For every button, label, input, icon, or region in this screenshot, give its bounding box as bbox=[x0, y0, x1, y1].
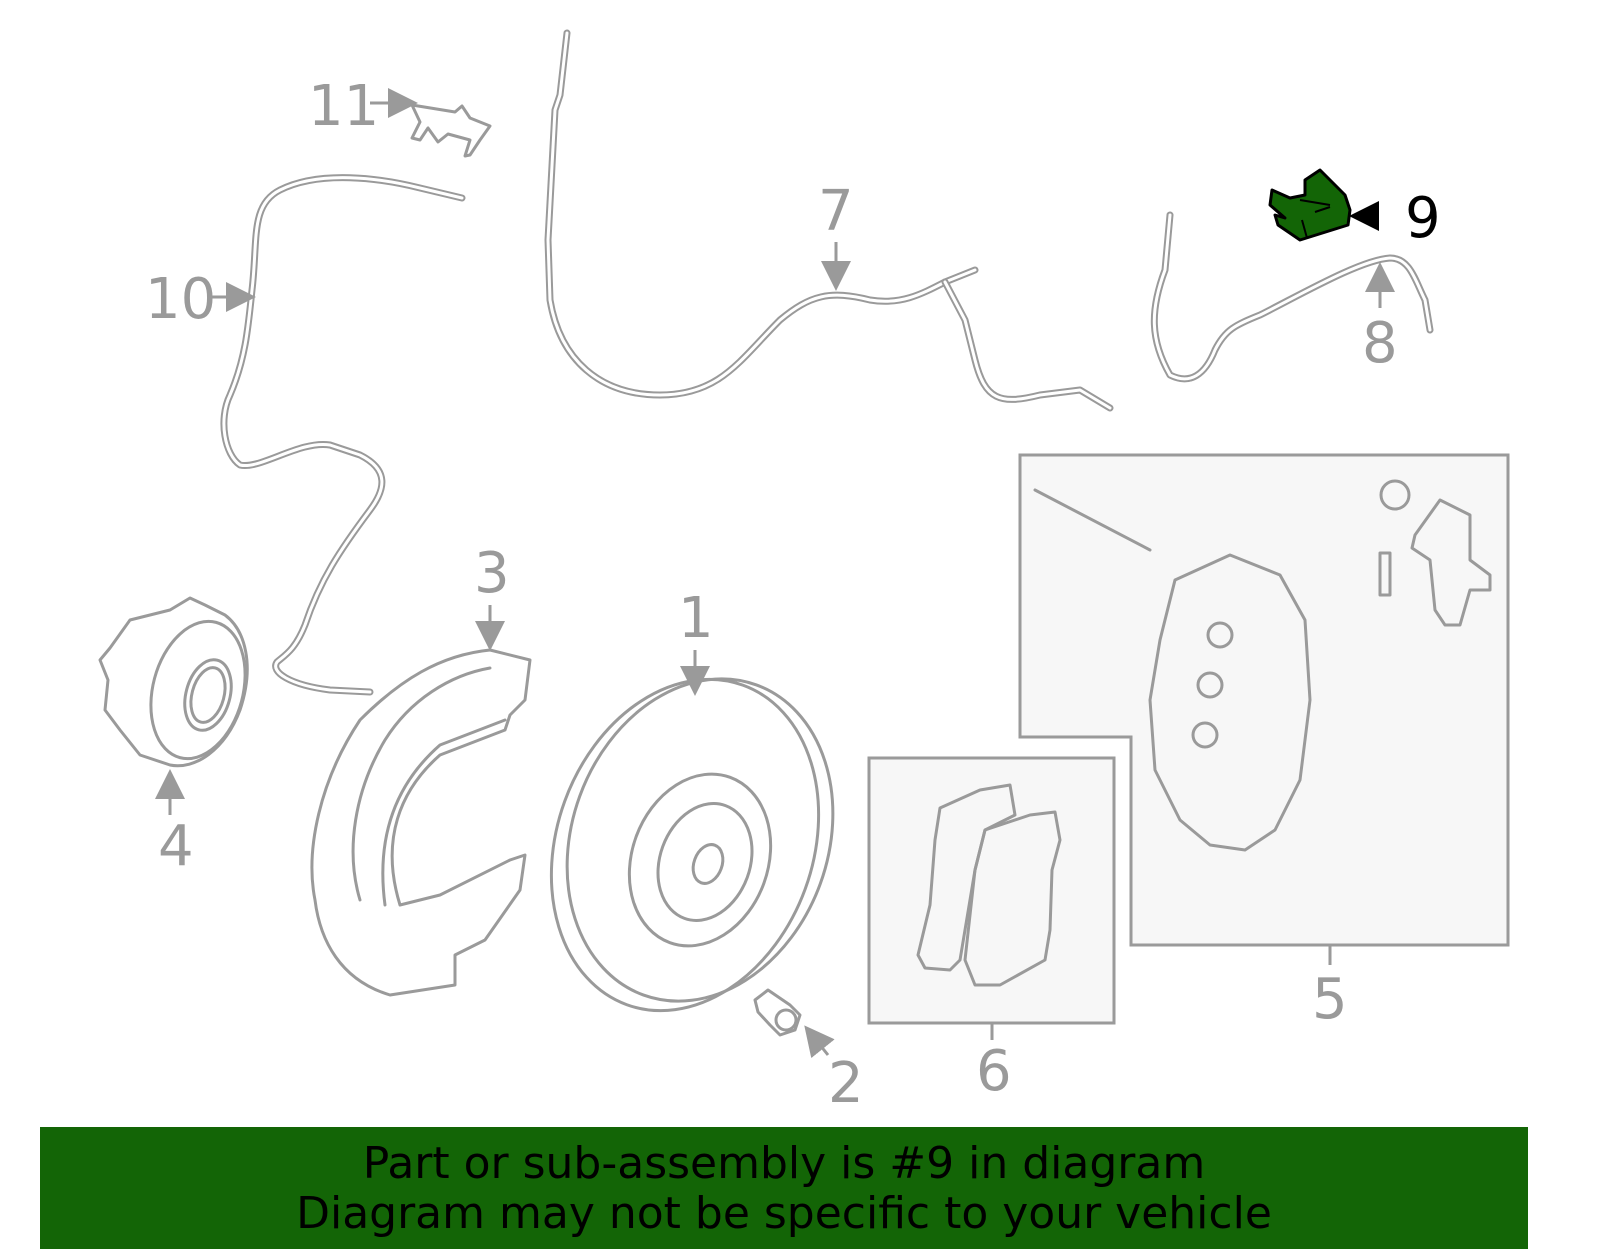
callout-7: 7 bbox=[818, 179, 854, 244]
banner-line-1: Part or sub-assembly is #9 in diagram bbox=[362, 1138, 1206, 1189]
part-3-dust-shield[interactable] bbox=[310, 648, 532, 997]
part-1-brake-rotor[interactable] bbox=[507, 641, 877, 1048]
callout-8: 8 bbox=[1362, 311, 1398, 376]
banner-line-2: Diagram may not be specific to your vehi… bbox=[296, 1188, 1272, 1239]
callout-1: 1 bbox=[678, 586, 714, 651]
callout-5: 5 bbox=[1312, 967, 1348, 1032]
callout-3: 3 bbox=[474, 541, 510, 606]
callout-9: 9 bbox=[1405, 186, 1441, 251]
part-2-bolt[interactable] bbox=[753, 988, 802, 1037]
part-5-caliper[interactable] bbox=[1033, 479, 1492, 852]
part-4-wheel-hub[interactable] bbox=[98, 596, 260, 769]
caliper-assembly-box bbox=[1018, 453, 1510, 947]
brake-pad-box bbox=[867, 756, 1116, 1025]
part-11-clip[interactable] bbox=[410, 103, 492, 158]
leader-lines bbox=[155, 88, 1395, 1059]
callout-10: 10 bbox=[145, 267, 216, 332]
part-9-clip-highlighted[interactable] bbox=[1268, 168, 1352, 242]
callout-4: 4 bbox=[158, 814, 194, 879]
callout-11: 11 bbox=[308, 74, 379, 139]
part-10-sensor-wire[interactable] bbox=[220, 174, 466, 696]
info-banner: Part or sub-assembly is #9 in diagram Di… bbox=[40, 1127, 1528, 1249]
callout-6: 6 bbox=[976, 1039, 1012, 1104]
part-8-sensor-wire[interactable] bbox=[1150, 211, 1434, 383]
part-6-brake-pads[interactable] bbox=[916, 783, 1062, 987]
parts-diagram: 11 10 7 9 8 3 1 4 2 6 5 bbox=[98, 29, 1510, 1116]
part-7-sensor-wire[interactable] bbox=[544, 29, 1114, 412]
callout-2: 2 bbox=[828, 1051, 864, 1116]
